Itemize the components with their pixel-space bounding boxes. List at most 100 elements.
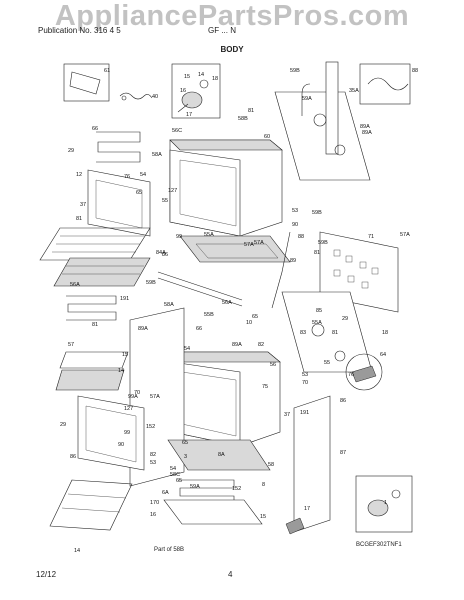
- callout-label: 81: [314, 250, 320, 256]
- callout-label: 54: [170, 466, 176, 472]
- footer-date: 12/12: [36, 570, 57, 579]
- callout-label: 70: [134, 390, 140, 396]
- callout-label: 54: [184, 346, 190, 352]
- callout-label: 29: [342, 316, 348, 322]
- callout-label: 57A: [150, 394, 160, 400]
- lower-door-frame: [77, 395, 145, 471]
- callout-label: 66: [196, 326, 202, 332]
- gas-tube-upper: [301, 83, 311, 116]
- callout-label: 82: [150, 452, 156, 458]
- bracket-part: [69, 71, 101, 95]
- upper-door-frame: [87, 169, 151, 237]
- inset-box-bracket: [63, 63, 110, 102]
- side-rail-b: [157, 277, 243, 307]
- callout-label: 1: [384, 500, 387, 506]
- lower-valve-body: [367, 499, 389, 517]
- callout-label: 89A: [138, 326, 148, 332]
- callout-label: 56A: [70, 282, 80, 288]
- callout-label: 59B: [312, 210, 322, 216]
- callout-label: 127: [168, 188, 177, 194]
- callout-label: 53: [292, 208, 298, 214]
- right-side-panel: [293, 395, 331, 533]
- footer-page-number: 4: [228, 570, 233, 579]
- callout-label: 76: [124, 174, 130, 180]
- callout-label: 55: [324, 360, 330, 366]
- callout-label: 56A: [222, 300, 232, 306]
- callout-label: 58B: [238, 116, 248, 122]
- lower-oven-rack: [49, 479, 133, 531]
- callout-label: 56: [270, 362, 276, 368]
- callout-label: 59B: [290, 68, 300, 74]
- callout-label: 59B: [146, 280, 156, 286]
- callout-label: 59A: [302, 96, 312, 102]
- model-number: GF ... N: [208, 26, 236, 35]
- callout-label: 16: [180, 88, 186, 94]
- callout-label: 89A: [362, 130, 372, 136]
- publication-number: Publication No. 316 4 5: [38, 26, 121, 35]
- watermark-text: AppliancePartsPros.com: [54, 0, 410, 32]
- callout-label: 152: [232, 486, 241, 492]
- callout-label: 18: [382, 330, 388, 336]
- broil-pan-grid: [59, 351, 129, 369]
- callout-label: 29: [60, 422, 66, 428]
- wire-harness: [119, 92, 153, 100]
- callout-label: 81: [248, 108, 254, 114]
- callout-label: 89A: [360, 124, 370, 130]
- callout-label: 65: [252, 314, 258, 320]
- callout-label: 70: [302, 380, 308, 386]
- callout-label: 65: [176, 478, 182, 484]
- callout-label: 86: [162, 252, 168, 258]
- callout-label: 64: [380, 352, 386, 358]
- callout-label: 57A: [254, 240, 264, 246]
- callout-label: 61: [104, 68, 110, 74]
- callout-label: 55A: [204, 232, 214, 238]
- callout-label: 57: [68, 342, 74, 348]
- clamp-part: [367, 77, 409, 91]
- gas-tube-middle: [271, 231, 291, 309]
- callout-label: 83: [300, 330, 306, 336]
- callout-label: 29: [68, 148, 74, 154]
- upper-cavity-top: [169, 139, 283, 151]
- callout-label: 66: [92, 126, 98, 132]
- callout-label: 85: [316, 308, 322, 314]
- callout-label: 170: [150, 500, 159, 506]
- terminal-block-inset: [345, 353, 383, 391]
- callout-label: 58A: [152, 152, 162, 158]
- callout-label: 35A: [349, 88, 359, 94]
- callout-label: 152: [146, 424, 155, 430]
- callout-label: 37: [284, 412, 290, 418]
- igniter-part: [285, 517, 305, 535]
- callout-label: 15: [260, 514, 266, 520]
- vent-duct: [325, 61, 339, 155]
- valve-body: [181, 91, 203, 109]
- callout-label: 90: [292, 222, 298, 228]
- roll-out-rack: [53, 257, 151, 287]
- callout-label: 12: [76, 172, 82, 178]
- callout-label: 82: [258, 342, 264, 348]
- terminal-block: [351, 365, 377, 383]
- callout-label: 15: [122, 352, 128, 358]
- callout-label: 87: [340, 450, 346, 456]
- callout-label: 99: [124, 430, 130, 436]
- callout-label: 14: [198, 72, 204, 78]
- back-panel-upper: [274, 91, 371, 181]
- callout-label: 99A: [128, 394, 138, 400]
- part-of-58b-note: Part of 58B: [154, 547, 185, 553]
- callout-label: 40: [152, 94, 158, 100]
- callout-label: 37: [80, 202, 86, 208]
- inset-box-clamp: [359, 63, 411, 105]
- callout-label: 88: [298, 234, 304, 240]
- burner-tray-upper: [179, 235, 291, 263]
- callout-label: 76: [348, 372, 354, 378]
- wire-connector: [121, 95, 127, 101]
- callout-label: 54: [140, 172, 146, 178]
- broil-pan: [55, 369, 125, 391]
- callout-label: 56C: [172, 128, 182, 134]
- callout-label: 99: [176, 234, 182, 240]
- callout-label: 17: [186, 112, 192, 118]
- callout-label: 14: [74, 548, 80, 554]
- diagram-code: BCGEF302TNF1: [356, 542, 402, 548]
